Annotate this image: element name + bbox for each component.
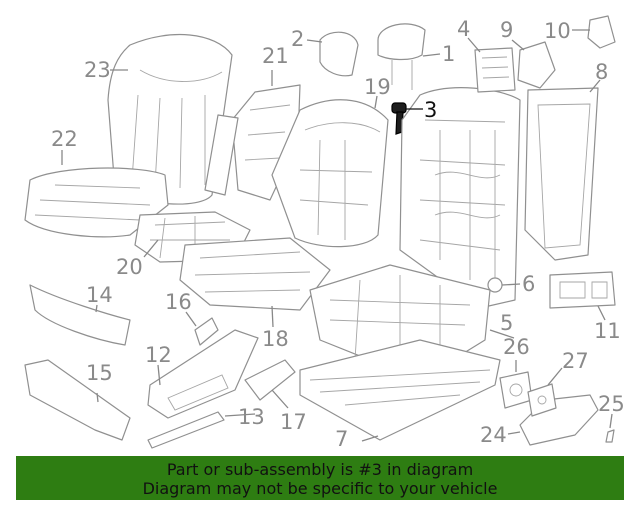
callout-25: 25 <box>598 392 625 416</box>
info-banner: Part or sub-assembly is #3 in diagram Di… <box>16 456 624 500</box>
callout-21: 21 <box>262 44 289 68</box>
leader-lines <box>61 29 613 442</box>
callout-19: 19 <box>364 75 391 99</box>
part-4-module[interactable] <box>474 47 516 93</box>
part-16-cover[interactable] <box>194 317 219 346</box>
callout-10: 10 <box>544 19 571 43</box>
part-6-bracket[interactable] <box>487 277 503 293</box>
part-26-bracket[interactable] <box>499 371 533 409</box>
callout-6: 6 <box>522 272 535 296</box>
part-18-seat-cushion[interactable] <box>179 237 331 311</box>
part-15-lower-trim[interactable] <box>24 359 131 441</box>
callout-9: 9 <box>500 18 513 42</box>
callout-23: 23 <box>84 58 111 82</box>
seat-parts-diagram: 1 2 3 4 5 6 7 8 9 10 11 12 13 14 15 16 1… <box>24 15 625 451</box>
part-13-strip[interactable] <box>147 411 225 449</box>
part-2-headrest-cover[interactable] <box>319 31 359 77</box>
callout-3: 3 <box>424 98 437 122</box>
banner-line-part: Part or sub-assembly is #3 in diagram <box>166 460 474 479</box>
part-9-motor[interactable] <box>517 41 556 89</box>
callout-12: 12 <box>145 343 172 367</box>
callout-1: 1 <box>442 42 455 66</box>
banner-line-disclaimer: Diagram may not be specific to your vehi… <box>142 479 498 498</box>
part-17-bracket[interactable] <box>244 359 296 401</box>
callout-27: 27 <box>562 349 589 373</box>
callout-22: 22 <box>51 127 78 151</box>
callout-14: 14 <box>86 283 113 307</box>
callout-24: 24 <box>480 423 507 447</box>
callout-5: 5 <box>500 311 513 335</box>
callout-7: 7 <box>335 427 348 451</box>
callout-26: 26 <box>503 335 530 359</box>
callout-8: 8 <box>595 60 608 84</box>
callout-18: 18 <box>262 327 289 351</box>
part-3-release-lever[interactable] <box>391 102 407 135</box>
part-27-cap[interactable] <box>527 383 557 417</box>
callout-4: 4 <box>457 17 470 41</box>
callout-20: 20 <box>116 255 143 279</box>
part-10-clip[interactable] <box>587 15 616 49</box>
callout-2: 2 <box>291 27 304 51</box>
part-1-headrest[interactable] <box>377 23 426 90</box>
part-7-seat-rails[interactable] <box>299 339 501 441</box>
part-14-trim[interactable] <box>29 284 131 346</box>
part-19-backrest-shell[interactable] <box>271 99 389 248</box>
callout-11: 11 <box>594 319 621 343</box>
callout-15: 15 <box>86 361 113 385</box>
callout-17: 17 <box>280 410 307 434</box>
part-8-back-panel[interactable] <box>524 87 599 261</box>
part-25-clip[interactable] <box>605 429 615 443</box>
part-23-backrest-cover[interactable] <box>107 34 233 205</box>
callout-16: 16 <box>165 290 192 314</box>
part-22-cushion-cover[interactable] <box>24 167 169 238</box>
callout-13: 13 <box>238 405 265 429</box>
part-11-switch-panel[interactable] <box>549 271 616 309</box>
part-12-side-shield[interactable] <box>147 329 259 419</box>
